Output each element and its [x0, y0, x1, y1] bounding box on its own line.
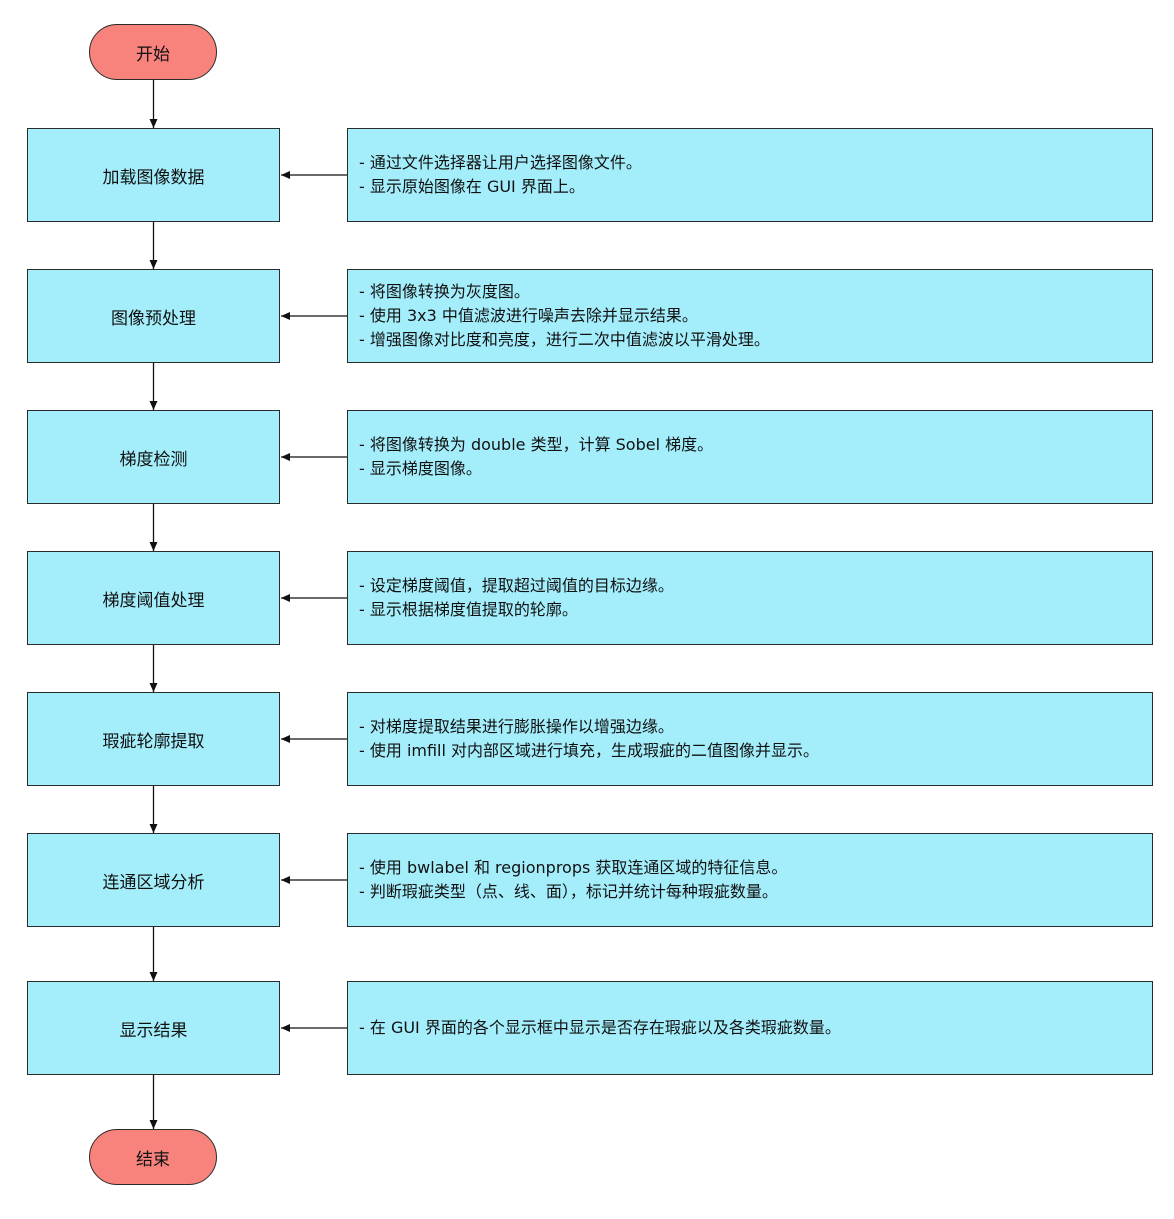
description-line: - 将图像转换为灰度图。: [359, 282, 530, 301]
description-line: - 设定梯度阈值，提取超过阈值的目标边缘。: [359, 576, 674, 595]
description-line: - 显示原始图像在 GUI 界面上。: [359, 177, 585, 196]
step-description: - 设定梯度阈值，提取超过阈值的目标边缘。 - 显示根据梯度值提取的轮廓。: [347, 551, 1153, 645]
end-label: 结束: [136, 1149, 170, 1170]
process-step-label: 加载图像数据: [102, 167, 205, 188]
description-line: - 增强图像对比度和亮度，进行二次中值滤波以平滑处理。: [359, 330, 770, 349]
step-description: - 将图像转换为灰度图。 - 使用 3x3 中值滤波进行噪声去除并显示结果。 - 增…: [347, 269, 1153, 363]
description-line: - 使用 imfill 对内部区域进行填充，生成瑕疵的二值图像并显示。: [359, 741, 820, 760]
process-step-label: 梯度阈值处理: [102, 590, 205, 611]
description-line: - 判断瑕疵类型（点、线、面），标记并统计每种瑕疵数量。: [359, 882, 778, 901]
step-description: - 在 GUI 界面的各个显示框中显示是否存在瑕疵以及各类瑕疵数量。: [347, 981, 1153, 1075]
process-step: 梯度检测: [27, 410, 280, 504]
step-description: - 对梯度提取结果进行膨胀操作以增强边缘。 - 使用 imfill 对内部区域进行…: [347, 692, 1153, 786]
description-line: - 将图像转换为 double 类型，计算 Sobel 梯度。: [359, 435, 714, 454]
step-description: - 使用 bwlabel 和 regionprops 获取连通区域的特征信息。 -…: [347, 833, 1153, 927]
description-line: - 对梯度提取结果进行膨胀操作以增强边缘。: [359, 717, 674, 736]
process-step: 加载图像数据: [27, 128, 280, 222]
description-line: - 显示梯度图像。: [359, 459, 482, 478]
process-step-label: 连通区域分析: [102, 872, 205, 893]
process-step-label: 图像预处理: [111, 308, 196, 329]
process-step: 连通区域分析: [27, 833, 280, 927]
step-description: - 将图像转换为 double 类型，计算 Sobel 梯度。 - 显示梯度图像。: [347, 410, 1153, 504]
description-line: - 使用 bwlabel 和 regionprops 获取连通区域的特征信息。: [359, 858, 788, 877]
end-terminal: 结束: [89, 1129, 217, 1185]
description-line: - 在 GUI 界面的各个显示框中显示是否存在瑕疵以及各类瑕疵数量。: [359, 1018, 841, 1037]
step-description: - 通过文件选择器让用户选择图像文件。 - 显示原始图像在 GUI 界面上。: [347, 128, 1153, 222]
process-step: 瑕疵轮廓提取: [27, 692, 280, 786]
description-line: - 通过文件选择器让用户选择图像文件。: [359, 153, 642, 172]
description-line: - 显示根据梯度值提取的轮廓。: [359, 600, 578, 619]
description-line: - 使用 3x3 中值滤波进行噪声去除并显示结果。: [359, 306, 698, 325]
start-terminal: 开始: [89, 24, 217, 80]
process-step: 图像预处理: [27, 269, 280, 363]
process-step: 梯度阈值处理: [27, 551, 280, 645]
process-step-label: 梯度检测: [119, 449, 188, 470]
start-label: 开始: [136, 44, 170, 65]
process-step: 显示结果: [27, 981, 280, 1075]
process-step-label: 瑕疵轮廓提取: [102, 731, 205, 752]
process-step-label: 显示结果: [119, 1020, 188, 1041]
